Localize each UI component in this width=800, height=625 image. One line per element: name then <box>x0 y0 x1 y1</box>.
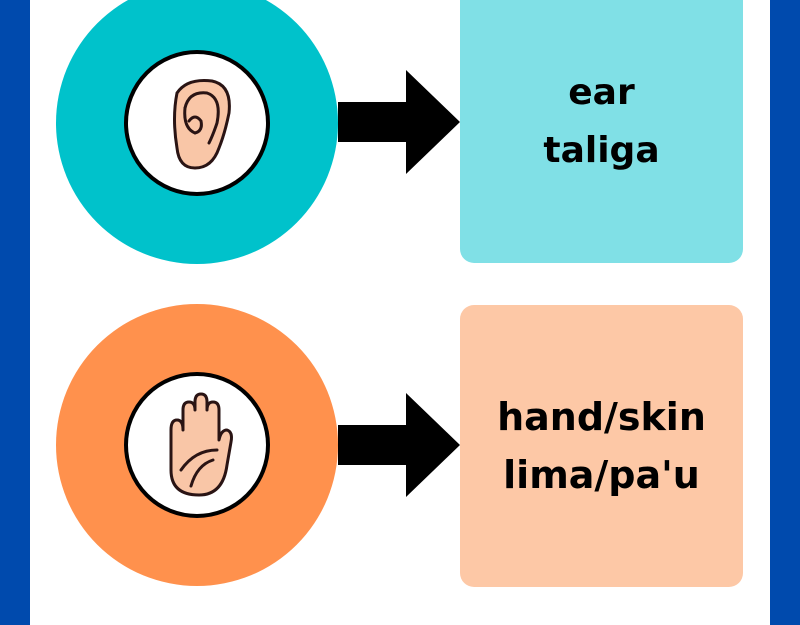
hand-circle <box>56 304 338 586</box>
ear-circle <box>56 0 338 264</box>
samoan-word: taliga <box>543 130 660 171</box>
left-border <box>0 0 30 625</box>
hand-label-box: hand/skin lima/pa'u <box>460 305 743 587</box>
ear-label-box: ear taliga <box>460 0 743 263</box>
arrow-icon <box>338 70 460 174</box>
samoan-word: lima/pa'u <box>503 453 700 497</box>
right-border <box>770 0 800 625</box>
ear-icon <box>124 50 270 196</box>
hand-icon <box>124 372 270 518</box>
english-word: ear <box>568 72 635 113</box>
english-word: hand/skin <box>497 395 706 439</box>
arrow-icon <box>338 393 460 497</box>
